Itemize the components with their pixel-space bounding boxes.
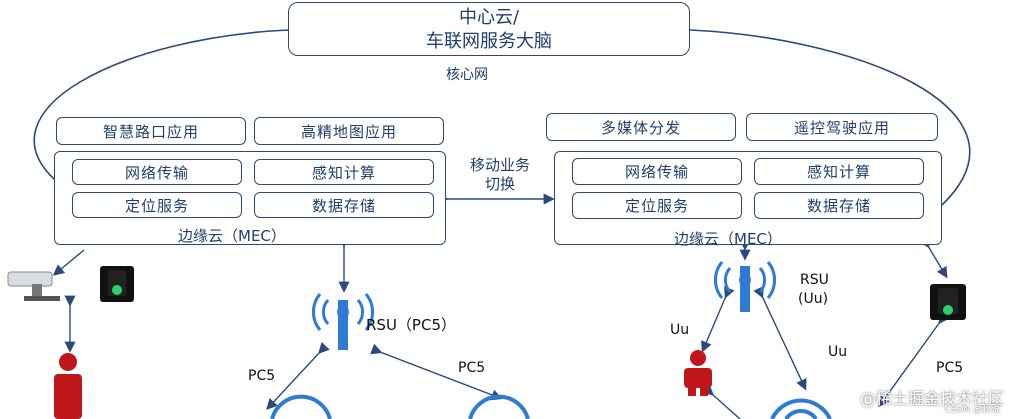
right-service-positioning: 定位服务 xyxy=(572,192,742,219)
person-car-arrow xyxy=(702,384,741,419)
handover-label-line1: 移动业务 xyxy=(469,156,530,174)
bottom-signal-icon-left xyxy=(270,394,332,419)
core-network-label: 核心网 xyxy=(446,67,488,83)
watermark-main: @稀土掘金技术社区 xyxy=(859,389,1004,408)
watermark-sub: CSDN @秋说 xyxy=(944,405,1000,415)
right-app-1: 遥控驾驶应用 xyxy=(746,113,938,141)
uu-mid-label: Uu xyxy=(828,344,848,360)
edge-to-camera-arrow xyxy=(52,249,85,276)
left-app-1: 高精地图应用 xyxy=(254,117,444,145)
pc5-left-arrow xyxy=(266,342,330,411)
left-service-network: 网络传输 xyxy=(72,159,242,185)
uu-left-arrow xyxy=(701,286,735,353)
uu-left-label: Uu xyxy=(670,322,690,338)
rsu-left-signal-icon xyxy=(312,293,374,350)
left-edge-label: 边缘云（MEC） xyxy=(178,227,286,245)
rsu-right-label-line1: RSU xyxy=(800,272,829,288)
bottom-signal-icon-right xyxy=(770,398,832,419)
left-service-compute: 感知计算 xyxy=(254,159,434,185)
core-cloud-line1: 中心云/ xyxy=(458,7,520,28)
right-service-network: 网络传输 xyxy=(572,158,742,185)
core-link-right xyxy=(689,29,971,206)
pc5-right-arrow xyxy=(878,311,950,408)
edge-to-light-arrow xyxy=(918,235,948,279)
rsu-right-label-line2: (Uu) xyxy=(798,291,829,307)
core-link-left xyxy=(33,29,289,181)
right-edge-label: 边缘云（MEC） xyxy=(674,230,782,248)
traffic-light-left-icon xyxy=(100,266,134,302)
camera-icon xyxy=(7,271,60,301)
uu-mid-arrow xyxy=(753,286,807,391)
traffic-light-right-icon xyxy=(930,284,966,320)
left-app-0: 智慧路口应用 xyxy=(56,117,246,145)
core-cloud-box: 中心云/ 车联网服务大脑 xyxy=(288,2,690,56)
rsu-right-signal-icon xyxy=(714,261,776,312)
left-service-storage: 数据存储 xyxy=(254,192,434,218)
core-cloud-line2: 车联网服务大脑 xyxy=(426,31,552,52)
bottom-signal-icon-mid xyxy=(468,394,530,419)
right-service-storage: 数据存储 xyxy=(754,192,924,219)
pc5-left-label: PC5 xyxy=(248,368,276,384)
pc5-mid-label: PC5 xyxy=(458,360,486,376)
left-service-positioning: 定位服务 xyxy=(72,192,242,218)
right-service-compute: 感知计算 xyxy=(754,158,924,185)
right-app-0: 多媒体分发 xyxy=(546,113,736,141)
person-right-icon xyxy=(684,350,712,396)
pc5-mid-arrow xyxy=(370,343,503,401)
pc5-right-label: PC5 xyxy=(936,360,964,376)
handover-label-line2: 切换 xyxy=(484,175,515,193)
rsu-left-label: RSU（PC5） xyxy=(366,316,456,334)
person-left-icon xyxy=(54,353,82,419)
